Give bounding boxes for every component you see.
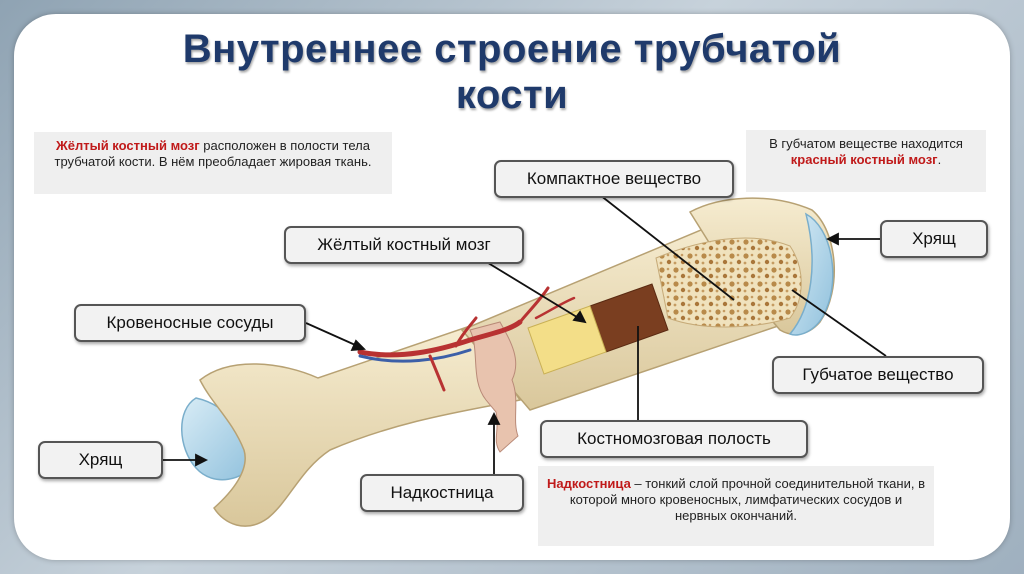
note-red-marrow-highlight: красный костный мозг xyxy=(791,152,938,167)
label-blood-vessels: Кровеносные сосуды xyxy=(74,304,306,342)
label-yellow-marrow: Жёлтый костный мозг xyxy=(284,226,524,264)
label-cartilage-left: Хрящ xyxy=(38,441,163,479)
note-yellow-marrow: Жёлтый костный мозг расположен в полости… xyxy=(34,132,392,194)
label-marrow-cavity: Костномозговая полость xyxy=(540,420,808,458)
note-periosteum: Надкостница – тонкий слой прочной соедин… xyxy=(538,466,934,546)
note-red-marrow: В губчатом веществе находится красный ко… xyxy=(746,130,986,192)
note-red-marrow-after: . xyxy=(938,152,942,167)
note-red-marrow-before: В губчатом веществе находится xyxy=(769,136,963,151)
label-periosteum: Надкостница xyxy=(360,474,524,512)
note-periosteum-highlight: Надкостница xyxy=(547,476,631,491)
label-compact-substance: Компактное вещество xyxy=(494,160,734,198)
spongy-region xyxy=(656,238,801,327)
note-yellow-marrow-highlight: Жёлтый костный мозг xyxy=(56,138,200,153)
label-spongy-substance: Губчатое вещество xyxy=(772,356,984,394)
label-cartilage-right: Хрящ xyxy=(880,220,988,258)
